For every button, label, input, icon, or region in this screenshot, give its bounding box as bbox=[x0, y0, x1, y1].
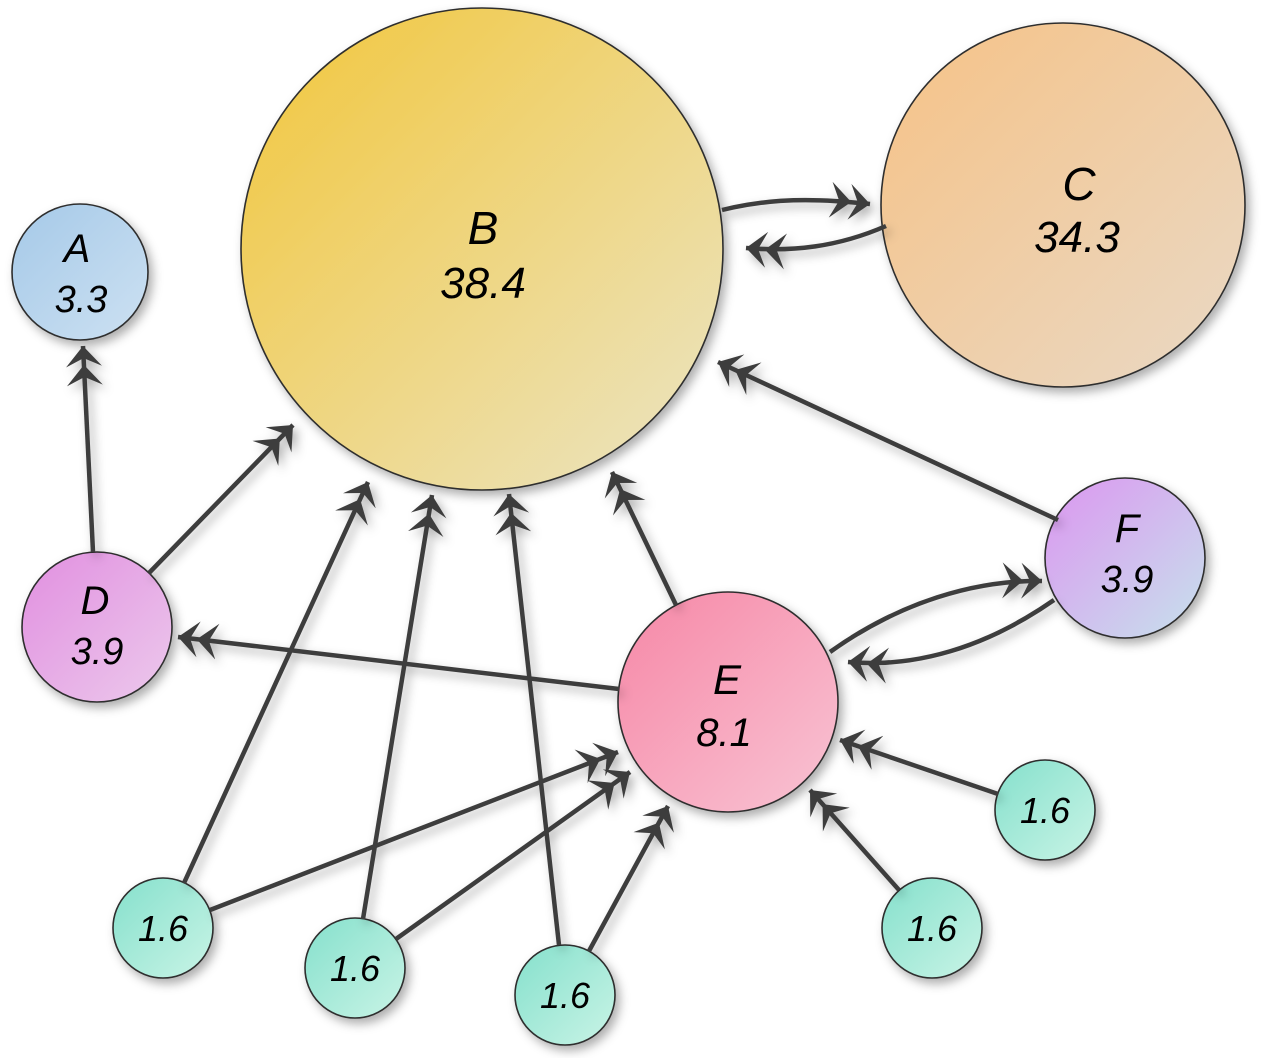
node-a-value: 3.3 bbox=[55, 279, 108, 321]
edge-small3-to-e bbox=[587, 804, 674, 953]
node-a-label: A bbox=[62, 227, 91, 271]
node-d-label: D bbox=[81, 579, 110, 623]
node-f-value: 3.9 bbox=[1101, 559, 1154, 601]
edge-small3-to-b bbox=[493, 493, 562, 946]
node-small2-circle bbox=[304, 917, 406, 1019]
edge-small4-to-e bbox=[808, 788, 901, 892]
node-b-value: 38.4 bbox=[440, 259, 526, 308]
node-d-circle bbox=[21, 551, 173, 703]
node-small3-value: 1.6 bbox=[540, 975, 591, 1016]
node-small3-circle bbox=[514, 944, 616, 1046]
edge-d-to-b bbox=[147, 423, 295, 575]
node-f-circle bbox=[1044, 477, 1206, 639]
edge-small2-to-b bbox=[360, 494, 447, 920]
edge-small5-to-e bbox=[839, 729, 999, 797]
node-d-value: 3.9 bbox=[71, 631, 124, 673]
edge-c-to-b bbox=[745, 223, 887, 270]
node-b-circle bbox=[240, 7, 724, 491]
edge-b-to-c bbox=[721, 181, 871, 220]
node-e-value: 8.1 bbox=[696, 711, 752, 755]
node-b-label: B bbox=[468, 202, 499, 254]
edge-small2-to-e bbox=[394, 769, 632, 941]
edge-small1-to-b bbox=[181, 481, 376, 884]
node-small4-circle bbox=[881, 877, 983, 979]
edge-e-to-f bbox=[828, 562, 1043, 654]
node-c-label: C bbox=[1062, 158, 1096, 210]
edge-f-to-e bbox=[847, 598, 1056, 684]
node-small1-value: 1.6 bbox=[138, 908, 189, 949]
node-c-value: 34.3 bbox=[1034, 213, 1120, 262]
node-small5-circle bbox=[994, 759, 1096, 861]
node-f-label: F bbox=[1115, 507, 1142, 551]
edge-d-to-a bbox=[66, 345, 103, 553]
node-e-circle bbox=[617, 591, 839, 813]
node-small4-value: 1.6 bbox=[907, 908, 958, 949]
node-small5-value: 1.6 bbox=[1020, 790, 1071, 831]
node-c-circle bbox=[880, 22, 1246, 388]
node-small1-circle bbox=[112, 877, 214, 979]
edge-small1-to-e bbox=[209, 742, 619, 913]
edge-f-to-b bbox=[717, 354, 1059, 523]
edge-e-to-b bbox=[604, 471, 679, 606]
node-e-label: E bbox=[713, 656, 742, 703]
node-a-circle bbox=[11, 203, 149, 341]
edge-e-to-d bbox=[177, 621, 620, 692]
node-small2-value: 1.6 bbox=[330, 948, 381, 989]
